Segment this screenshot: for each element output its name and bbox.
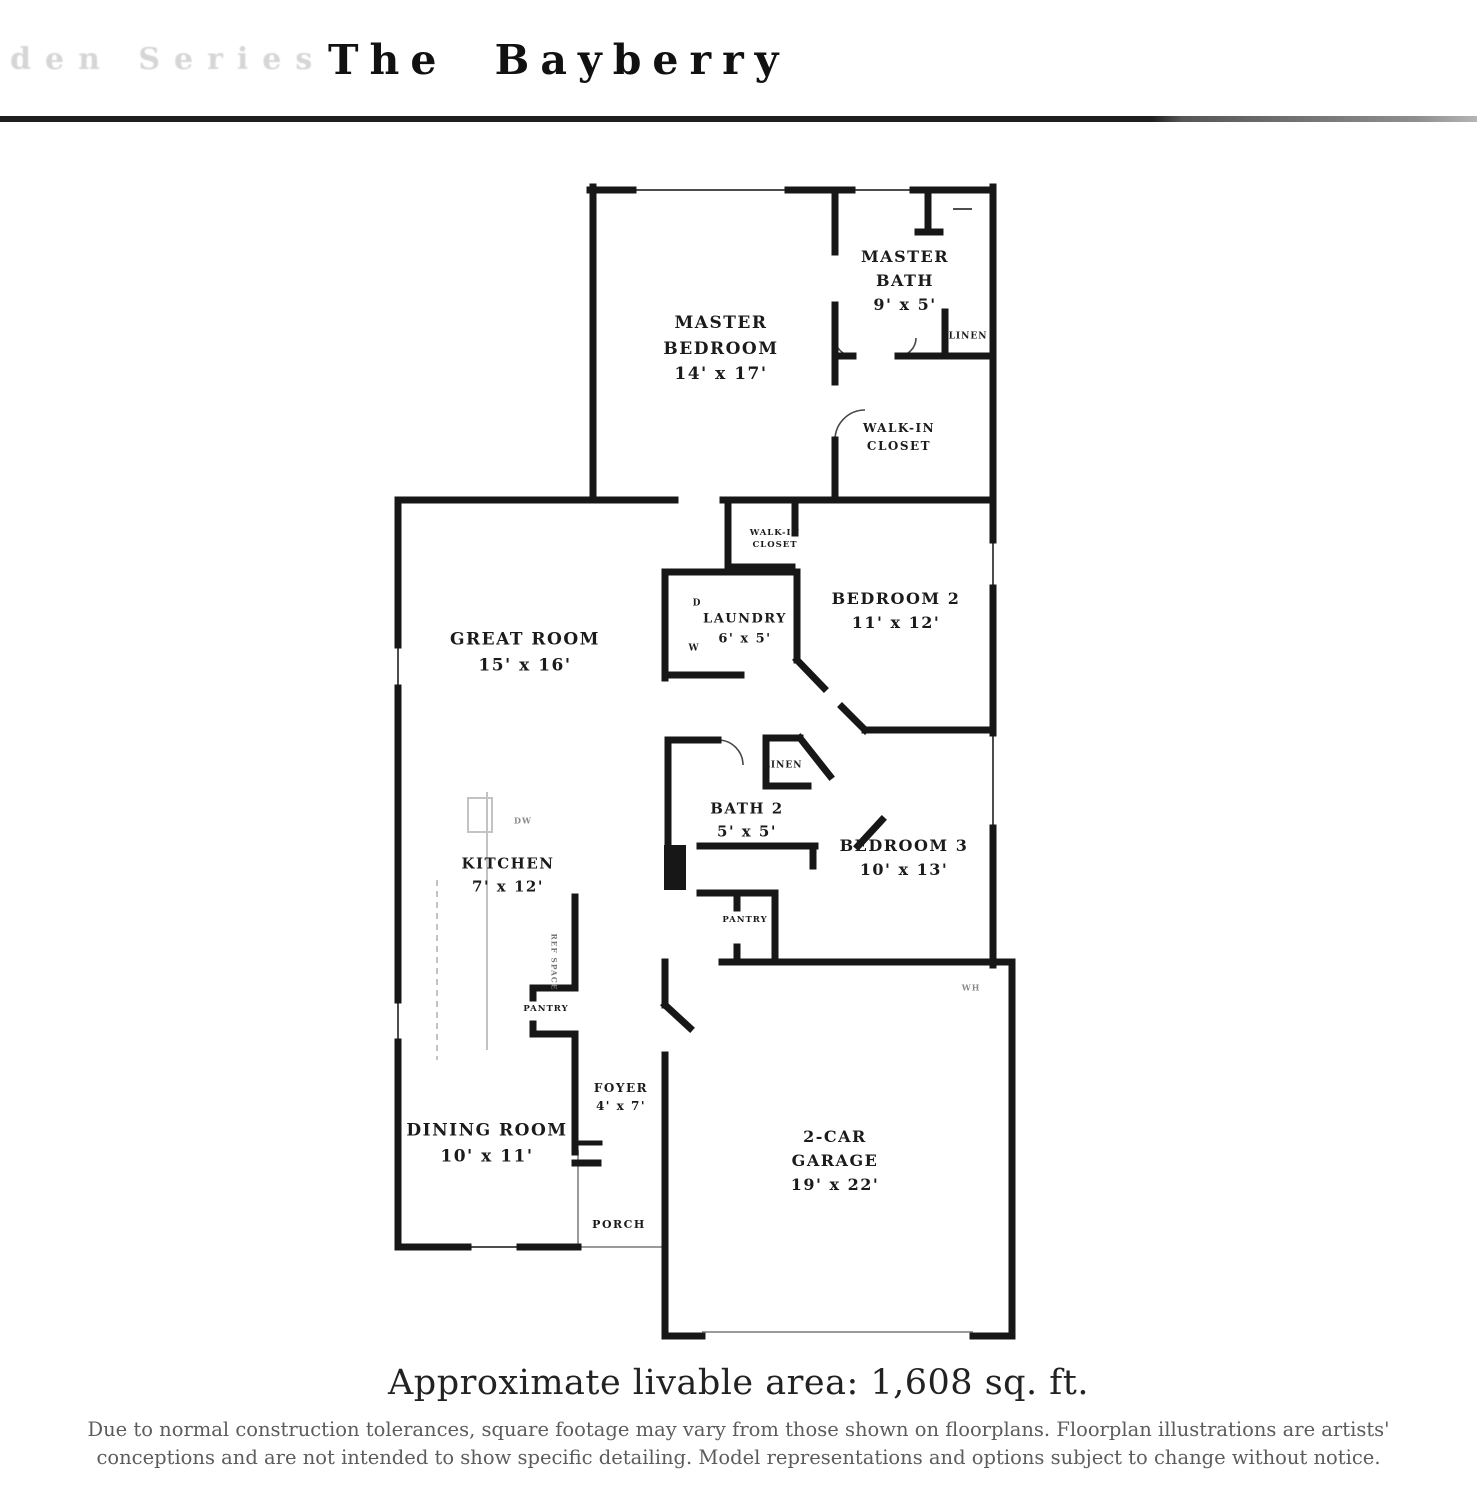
room-label-pantry-kitchen: PANTRY [523, 1004, 569, 1015]
room-label-foyer: FOYER 4' x 7' [593, 1081, 649, 1113]
room-label-garage: 2-CAR GARAGE 19' x 22' [790, 1127, 880, 1194]
kitchen-counter-lines [436, 792, 493, 1060]
room-label-bedroom-2: BEDROOM 2 11' x 12' [831, 589, 961, 632]
room-label-great-room: GREAT ROOM 15' x 16' [450, 629, 600, 676]
room-label-pantry-hall: PANTRY [722, 915, 768, 926]
fixture-washer-marker: W [688, 643, 700, 654]
fixture-dishwasher-marker: DW [514, 815, 532, 826]
light-structure-lines [577, 1150, 973, 1333]
room-label-bath-2: BATH 2 5' x 5' [710, 799, 784, 841]
window-lines [397, 189, 994, 1248]
room-label-kitchen: KITCHEN 7' x 12' [461, 854, 555, 896]
wall-fill-block [664, 845, 686, 890]
fixture-water-heater-marker: WH [961, 982, 981, 993]
room-label-master-bedroom: MASTER BEDROOM 14' x 17' [663, 312, 779, 384]
door-swing-arcs [717, 337, 917, 766]
room-label-ref-space: REF SPACE [549, 933, 559, 991]
room-label-linen-master: LINEN [948, 331, 988, 342]
room-label-walk-in-closet-2: WALK-IN CLOSET [749, 528, 801, 550]
room-label-dining-room: DINING ROOM 10' x 11' [406, 1120, 568, 1167]
room-label-linen-hall: LINEN [763, 760, 803, 771]
room-label-walk-in-closet-master: WALK-IN CLOSET [862, 421, 936, 453]
fixture-dryer-marker: D [692, 598, 702, 609]
page-title: The Bayberry [328, 36, 790, 84]
room-label-master-bath: MASTER BATH 9' x 5' [860, 247, 950, 314]
room-label-bedroom-3: BEDROOM 3 10' x 13' [839, 836, 969, 879]
series-ghost-text: den Series [10, 42, 327, 77]
livable-area-text: Approximate livable area: 1,608 sq. ft. [388, 1363, 1089, 1403]
room-label-porch: PORCH [592, 1217, 646, 1231]
disclaimer-text: Due to normal construction tolerances, s… [87, 1418, 1390, 1470]
room-label-laundry: LAUNDRY 6' x 5' [703, 611, 787, 647]
walls [394, 183, 1016, 1340]
header-rule [0, 116, 1477, 122]
